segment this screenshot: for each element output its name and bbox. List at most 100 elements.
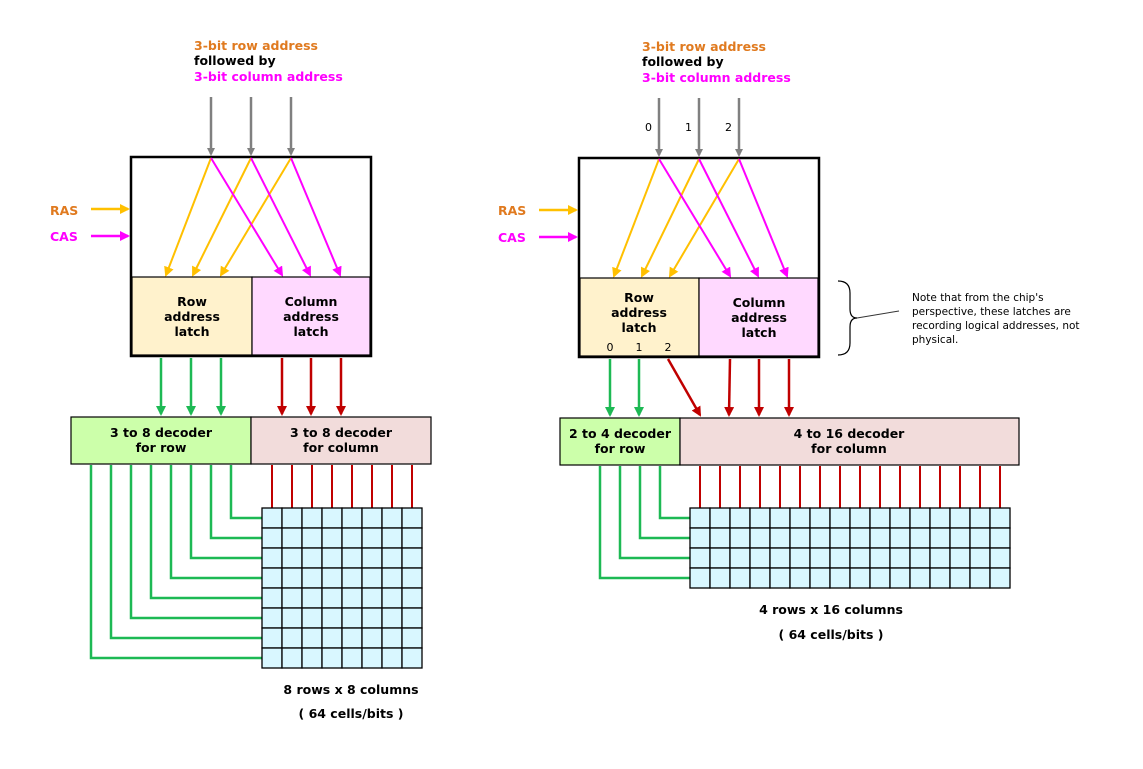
right-col-decoder-label-2: for column [811,441,887,456]
memory-cell [261,507,283,529]
ras-route-arrow [641,158,700,278]
left-header-row-address: 3-bit row address [194,38,318,53]
memory-cell [969,547,991,569]
memory-cell [909,567,931,589]
memory-cell [361,627,383,649]
right-latch-to-decoder-arrows [605,358,794,417]
ras-route-arrow [612,158,660,278]
memory-cell [321,647,343,669]
right-address-bit-1: 1 [685,121,692,134]
memory-cell [789,547,811,569]
memory-cell [849,527,871,549]
memory-cell [809,547,831,569]
right-column-select-lines [699,466,1001,508]
memory-cell [341,607,363,629]
memory-cell [709,547,731,569]
right-grid-cell-count: ( 64 cells/bits ) [779,627,884,642]
left-diagram: 3-bit row address followed by 3-bit colu… [50,38,432,721]
right-row-select-lines [598,466,690,580]
right-col-decoder-label-1: 4 to 16 decoder [794,426,906,441]
memory-cell [749,527,771,549]
row-select-line [229,465,262,520]
ras-route-arrow [219,157,292,277]
row-select-line [109,465,262,640]
memory-cell [261,607,283,629]
memory-cell [909,507,931,529]
memory-cell [261,647,283,669]
memory-cell [809,507,831,529]
memory-cell [829,567,851,589]
right-header-row-address: 3-bit row address [642,39,766,54]
left-address-input-arrows [207,97,295,156]
memory-cell [301,587,323,609]
memory-cell [381,547,403,569]
cas-route-arrow [290,157,342,277]
memory-cell [401,547,423,569]
right-address-input-arrows [655,98,743,157]
memory-cell [281,627,303,649]
memory-cell [789,507,811,529]
left-header-followed-by: followed by [194,53,276,68]
memory-cell [281,507,303,529]
memory-cell [361,647,383,669]
memory-cell [789,567,811,589]
memory-cell [889,567,911,589]
memory-cell [301,647,323,669]
left-column-select-lines [271,465,413,508]
memory-cell [929,567,951,589]
row-select-line [658,466,690,520]
right-row-latch-label-2: address [611,305,667,320]
right-col-latch-label-3: latch [741,325,776,340]
memory-cell [689,507,711,529]
ras-route-arrow [192,157,252,277]
memory-cell [869,547,891,569]
memory-cell [869,527,891,549]
memory-cell [321,527,343,549]
memory-cell [769,507,791,529]
left-row-select-lines [89,465,262,660]
cas-route-arrow [210,157,284,277]
memory-cell [929,527,951,549]
memory-cell [769,567,791,589]
row-select-line [169,465,262,580]
memory-cell [401,587,423,609]
memory-cell [689,547,711,569]
memory-cell [261,587,283,609]
memory-cell [829,507,851,529]
ras-route-arrow [668,158,740,278]
row-select-line [598,466,690,580]
note-line-4: physical. [912,334,958,346]
memory-cell [301,507,323,529]
left-row-latch-label-1: Row [177,294,207,309]
memory-cell [341,507,363,529]
row-select-line [638,466,690,540]
memory-cell [381,607,403,629]
right-latch-bit-1: 1 [636,341,643,354]
memory-cell [729,527,751,549]
memory-cell [321,627,343,649]
row-select-line [129,465,262,620]
left-col-latch-label-1: Column [285,294,338,309]
memory-cell [281,607,303,629]
memory-cell [401,627,423,649]
memory-cell [281,647,303,669]
right-row-latch-label-1: Row [624,290,654,305]
memory-cell [849,567,871,589]
memory-cell [989,527,1011,549]
memory-cell [401,567,423,589]
right-latch-bit-0: 0 [607,341,614,354]
memory-cell [969,507,991,529]
left-row-decoder-label-1: 3 to 8 decoder [110,425,213,440]
memory-cell [949,507,971,529]
memory-cell [749,547,771,569]
memory-cell [809,527,831,549]
memory-cell [321,507,343,529]
memory-cell [281,527,303,549]
memory-cell [401,607,423,629]
memory-cell [341,587,363,609]
right-cas-label: CAS [498,230,526,245]
memory-cell [989,547,1011,569]
memory-cell [321,587,343,609]
left-col-latch-label-2: address [283,309,339,324]
right-col-latch-label-2: address [731,310,787,325]
